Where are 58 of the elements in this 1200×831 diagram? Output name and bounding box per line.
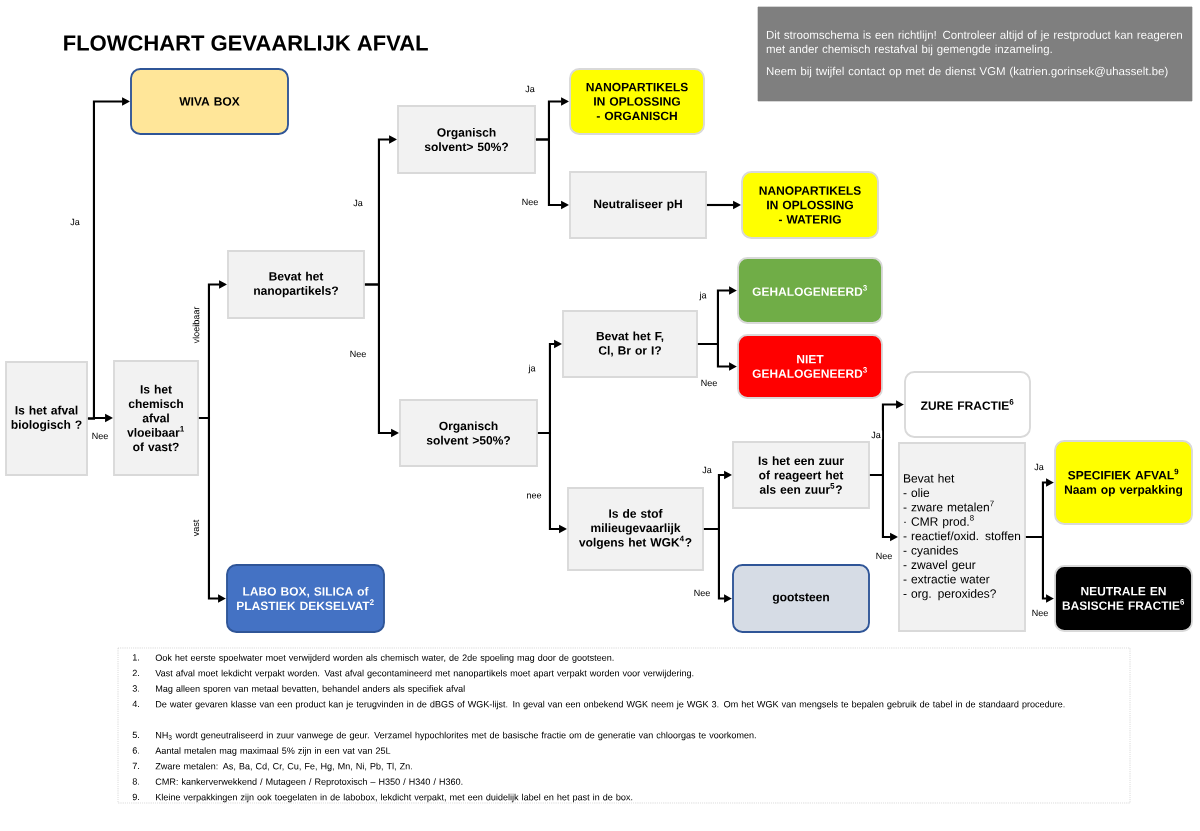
footnote-text: CMR: kankerverwekkend / Mutageen / Reprotoxisch – H350 / H340 / H360.: [155, 778, 463, 787]
decision-box: Is het afval biologisch ?: [5, 361, 88, 476]
footnote-text: NH$_{3}$ wordt geneutraliseerd in zuur vanwege de geur. Verzamel hypochlorites met de basische fractie om de generatie van chloorgas te voorkomen.: [156, 731, 756, 741]
decision-box: Bevat het nanopartikels?: [227, 250, 365, 319]
edge-label: nee: [525, 492, 543, 500]
edge-label: Nee: [348, 349, 368, 359]
outcome-box: NIET GEHALOGENEERD$^{3}$: [737, 334, 883, 399]
outcome-box: NEUTRALE EN BASISCHE FRACTIE$^{6}$: [1054, 565, 1193, 632]
process-box: Neutraliseer pH: [569, 171, 707, 239]
footnote-text: Mag alleen sporen van metaal bevatten, behandel anders als specifiek afval: [156, 685, 465, 694]
footnote-text: Ook het eerste spoelwater moet verwijderd worden als chemisch water, de 2de spoeling mag door de gootsteen.: [155, 654, 614, 663]
footnote-number: 6.: [132, 747, 139, 754]
decision-box: Bevat het F, Cl, Br or I?: [562, 310, 698, 378]
note-box: Dit stroomschema is een richtlijn! Controleer altijd of je restproduct kan reageren met ander chemisch restafval bij gemengde inzameling. Neem bij twijfel contact op met de dienst VGM (katrien.gorinsek@uhasselt.be): [757, 6, 1193, 102]
outcome-box: NANOPARTIKELS IN OPLOSSING - ORGANISCH: [569, 68, 705, 135]
footnote-text: De water gevaren klasse van een product kan je terugvinden in de dBGS of WGK-lijst. In geval van een onbekend WGK neem je WGK 3. Om het WGK van mengsels te bepalen gebruik de tabel in de standaard procedure.: [156, 700, 1065, 710]
edge-label: Nee: [90, 431, 110, 441]
footnote-number: 2.: [132, 669, 139, 677]
outcome-box: WIVA BOX: [130, 68, 289, 135]
outcome-box: ZURE FRACTIE$^{6}$: [904, 371, 1031, 438]
edge-label: Nee: [1030, 608, 1050, 618]
outcome-box: gootsteen: [732, 564, 870, 633]
decision-box: Organisch solvent >50%?: [399, 399, 538, 467]
outcome-box: NANOPARTIKELS IN OPLOSSING - WATERIG: [741, 171, 879, 239]
edge-label: Ja: [869, 430, 883, 440]
edge-label: Ja: [523, 84, 537, 94]
edge-label: Ja: [68, 217, 82, 227]
edge-label: Nee: [874, 551, 894, 561]
title: FLOWCHART GEVAARLIJK AFVAL: [64, 35, 428, 51]
decision-box: Bevat het - olie - zware metalen$^{7}$ · CMR prod.$^{8}$ - reactief/oxid. stoffen - cyanides - zwavel geur - extractie water - org. peroxides?: [898, 442, 1026, 632]
edge-label: Nee: [692, 588, 712, 598]
outcome-box: GEHALOGENEERD$^{3}$: [737, 257, 883, 324]
decision-box: Organisch solvent> 50%?: [397, 105, 536, 174]
footnote-number: 4.: [132, 700, 139, 707]
decision-box: Is het chemisch afval vloeibaar$^{1}$ of vast?: [113, 360, 199, 476]
edge-label: Ja: [1032, 462, 1046, 472]
footnote-text: Zware metalen: As, Ba, Cd, Cr, Cu, Fe, Hg, Mn, Ni, Pb, Tl, Zn.: [155, 762, 412, 772]
decision-box: Is de stof milieugevaarlijk volgens het WGK$^{4}$?: [567, 487, 704, 571]
outcome-box: LABO BOX, SILICA of PLASTIEK DEKSELVAT$^{2}$: [226, 564, 385, 633]
edge-label: ja: [527, 363, 537, 375]
edge-label: Ja: [351, 198, 365, 208]
edge-label: vast: [191, 518, 201, 538]
edge-label: Ja: [700, 465, 714, 475]
footnote-text: Aantal metalen mag maximaal 5% zijn in een vat van 25L: [155, 747, 391, 756]
footnote-number: 8.: [132, 778, 139, 785]
footnote-number: 1.: [132, 654, 139, 661]
decision-box: Is het een zuur of reageert het als een zuur$^{5}$?: [732, 441, 870, 509]
outcome-box: SPECIFIEK AFVAL$^{9}$ Naam op verpakking: [1054, 440, 1193, 525]
footnote-text: Vast afval moet lekdicht verpakt worden. Vast afval gecontamineerd met nanopartikels moet apart verpakt worden voor verwijdering.: [155, 669, 694, 679]
edge-label: ja: [698, 290, 708, 302]
edge-label: Nee: [699, 378, 719, 388]
edge-label: vloeibaar: [191, 305, 201, 345]
footnote-text: Kleine verpakkingen zijn ook toegelaten in de labobox, lekdicht verpakt, met een duidelijk label en het past in de box.: [156, 793, 633, 803]
footnote-number: 3.: [132, 685, 139, 692]
footnote-number: 9.: [132, 793, 139, 801]
footnote-number: 7.: [132, 762, 139, 769]
edge-label: Nee: [520, 197, 540, 207]
footnote-number: 5.: [132, 731, 139, 739]
